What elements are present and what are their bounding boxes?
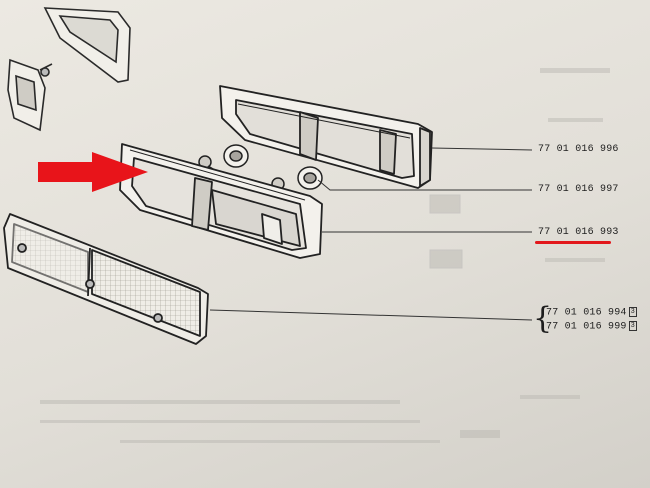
part-ref-lens-b-number: 77 01 016 999 <box>546 321 627 333</box>
part-ref-frame: 77 01 016 996 <box>538 144 619 155</box>
leader-lines <box>209 147 533 321</box>
red-underline-mark <box>535 241 611 244</box>
part-ref-lens-b-suffix: 3 <box>628 321 638 331</box>
red-arrow-icon <box>38 152 148 192</box>
bleed-through-text <box>40 68 610 443</box>
top-left-reflector-part <box>7 7 131 132</box>
part-ref-lens-a-suffix: 3 <box>628 307 638 317</box>
upper-frame-part <box>219 85 433 189</box>
lamp-lens-part <box>3 213 209 345</box>
part-ref-grommet: 77 01 016 997 <box>538 184 619 195</box>
brace-symbol: { <box>533 301 553 336</box>
part-ref-lamp-body: 77 01 016 993 <box>538 227 619 238</box>
lamp-body-part <box>119 143 323 259</box>
part-ref-lens-a-number: 77 01 016 994 <box>546 307 627 319</box>
fasteners <box>198 144 323 195</box>
